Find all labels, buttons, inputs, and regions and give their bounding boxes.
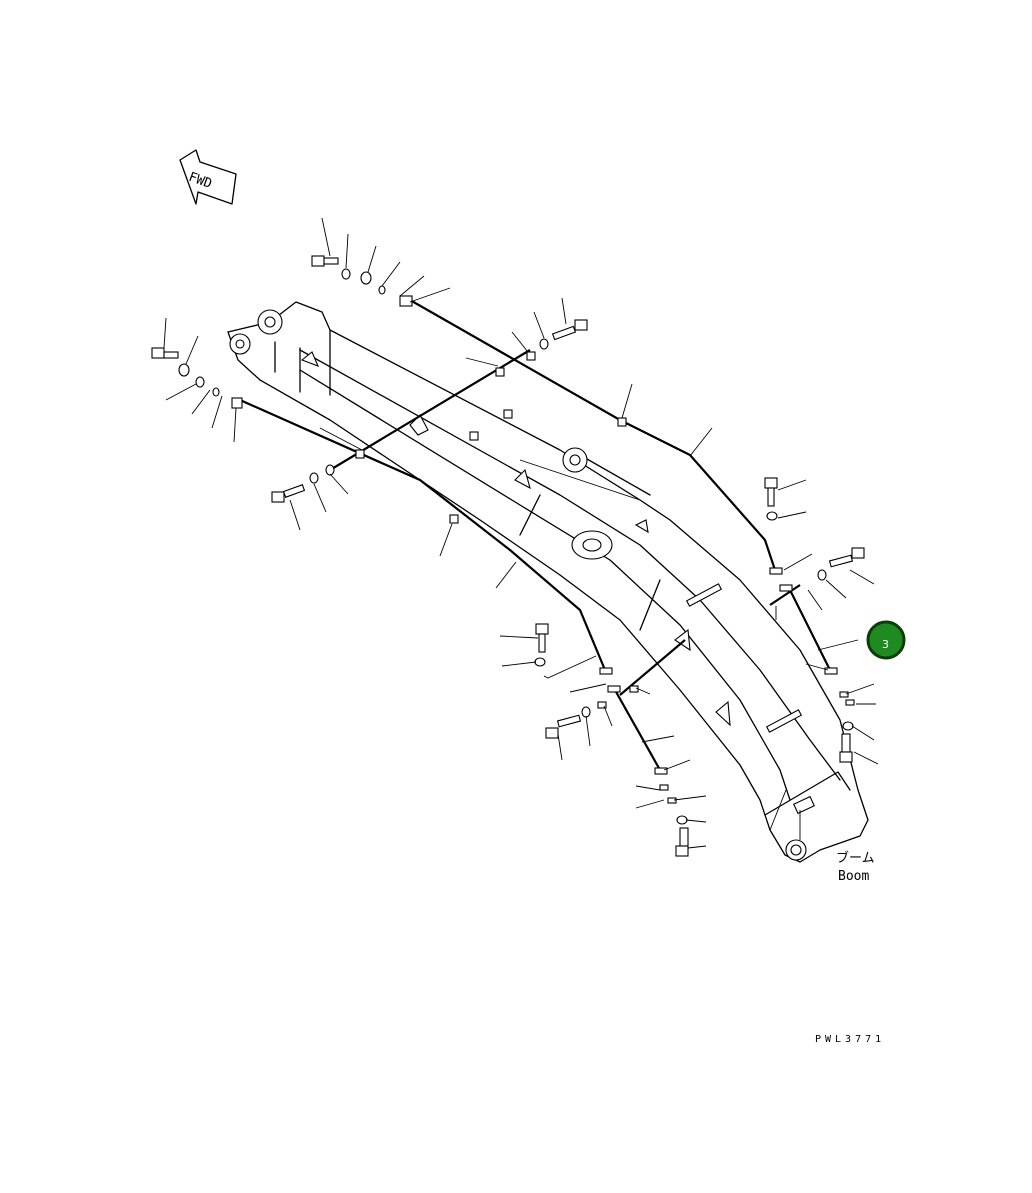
callout-number: 3 (882, 638, 889, 651)
fastener-parts (151, 255, 865, 857)
leader-lines (163, 217, 879, 849)
callout-3[interactable]: 3 (866, 620, 906, 660)
boom-body (227, 301, 869, 863)
part-label-japanese: ブーム (836, 850, 875, 866)
fwd-arrow-icon: FWD (179, 149, 237, 205)
part-label-english: Boom (838, 869, 869, 884)
hydraulic-pipes (239, 299, 831, 771)
drawing-code: PWL3771 (815, 1034, 885, 1045)
callout-circle[interactable] (866, 620, 906, 660)
